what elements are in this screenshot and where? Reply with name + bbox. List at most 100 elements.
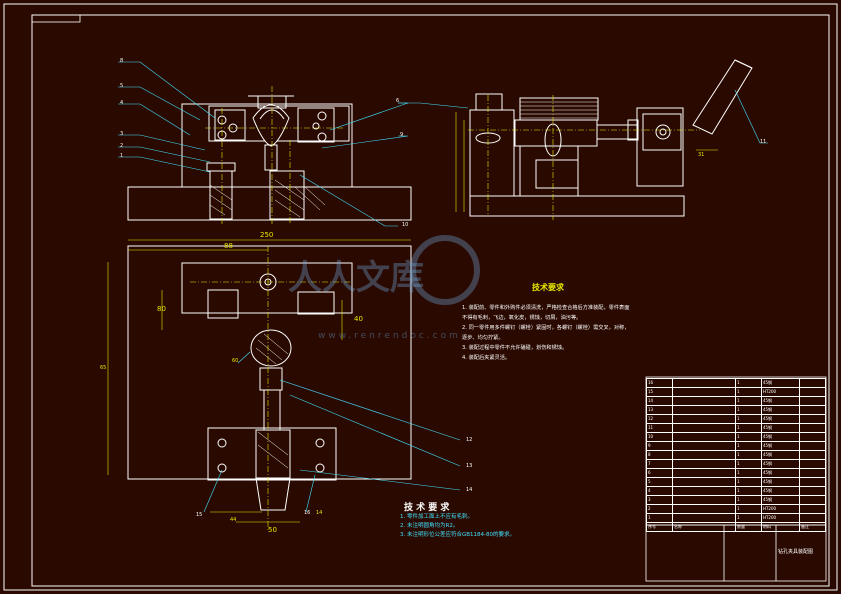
bom-cell: 45钢 — [760, 414, 800, 424]
bom-cell — [671, 396, 736, 406]
part-no: 2 — [120, 143, 124, 149]
watermark-main: 人人文库 — [288, 258, 424, 298]
leaders-front — [118, 61, 409, 227]
bom-cell — [671, 477, 736, 487]
bom-cell: 1 — [734, 423, 762, 433]
part-no: 11 — [760, 139, 767, 145]
bom-cell: 45钢 — [760, 405, 800, 415]
bom-cell — [798, 423, 827, 433]
dim-50: 50 — [268, 526, 277, 534]
dim-65: 65 — [100, 365, 107, 371]
bom-cell — [671, 414, 736, 424]
bom-cell: 12 — [646, 414, 673, 424]
hatch-plan — [255, 333, 289, 469]
bom-cell: 1 — [734, 468, 762, 478]
bom-cell: 14 — [646, 396, 673, 406]
bom-cell: 45钢 — [760, 423, 800, 433]
tech-req-item: 2. 同一零件用多件螺钉（螺栓）紧固时，各螺钉（螺栓）需交叉，对称，逐步、均匀拧… — [462, 325, 630, 341]
bom-cell — [798, 513, 827, 523]
part-no: 5 — [120, 83, 124, 89]
bom-cell: HT200 — [760, 387, 800, 397]
dim-250: 250 — [260, 231, 274, 239]
bom-cell: HT200 — [760, 513, 800, 523]
tech-req-item: 2. 未注明圆角均为R2。 — [400, 523, 459, 529]
part-no: 9 — [400, 132, 404, 138]
bom-cell — [798, 387, 827, 397]
bom-cell: 2 — [646, 504, 673, 514]
bom-header-cell: 材料 — [760, 522, 800, 532]
bom-cell: 1 — [734, 396, 762, 406]
bom-cell: 4 — [646, 486, 673, 496]
bom-cell — [798, 441, 827, 451]
bom-cell — [798, 477, 827, 487]
bom-cell — [798, 432, 827, 442]
bom-cell: 45钢 — [760, 486, 800, 496]
part-no: 14 — [466, 487, 473, 493]
bom-cell: 8 — [646, 450, 673, 460]
bom-cell — [798, 378, 827, 388]
front-view — [127, 95, 412, 221]
bom-cell: 1 — [734, 441, 762, 451]
bom-cell: 45钢 — [760, 495, 800, 505]
bom-cell — [798, 495, 827, 505]
part-no: 15 — [196, 512, 203, 518]
plan-view — [127, 245, 412, 511]
tech-req-right: 技术要求 1. 装配前、零件和外购件必须清洗，严格检查合格后方准装配，零件表面不… — [462, 282, 630, 363]
part-no: 1 — [120, 153, 124, 159]
bom-cell: 1 — [734, 486, 762, 496]
bom-cell: 1 — [734, 495, 762, 505]
bom-cell: 1 — [734, 477, 762, 487]
bom-cell — [671, 441, 736, 451]
part-no: 4 — [120, 100, 124, 106]
dim-60: 60 — [232, 358, 239, 364]
dim-40: 40 — [354, 315, 363, 323]
bom-cell: 1 — [734, 450, 762, 460]
bom-cell: 45钢 — [760, 459, 800, 469]
leaders-plan — [203, 351, 461, 513]
bom-cell — [671, 459, 736, 469]
hatch-front — [209, 179, 326, 218]
bom-cell — [671, 450, 736, 460]
dim-44: 44 — [230, 517, 237, 523]
bom-cell — [671, 432, 736, 442]
bom-cell: 1 — [734, 504, 762, 514]
part-no: 13 — [466, 463, 473, 469]
bom-header-cell: 序号 — [646, 522, 673, 532]
bom-cell: 45钢 — [760, 477, 800, 487]
bom-cell: 13 — [646, 405, 673, 415]
bom-cell: 1 — [734, 405, 762, 415]
bom-cell: 11 — [646, 423, 673, 433]
bom-header-cell: 备注 — [798, 522, 827, 532]
bom-cell: 9 — [646, 441, 673, 451]
dim-80: 80 — [157, 305, 166, 313]
bom-cell — [671, 495, 736, 505]
title-block-name: 钻孔夹具装配图 — [778, 549, 814, 555]
bom-cell — [798, 504, 827, 514]
bom-cell: 6 — [646, 468, 673, 478]
side-view — [469, 59, 753, 217]
bom-header-cell: 数量 — [734, 522, 762, 532]
bom-cell: 1 — [734, 459, 762, 469]
bom-cell: 16 — [646, 378, 673, 388]
bom-cell — [798, 396, 827, 406]
bom-cell — [798, 486, 827, 496]
dims-plan — [107, 239, 411, 530]
part-no: 12 — [466, 437, 473, 443]
inner-frame — [31, 14, 830, 587]
bom-cell: 45钢 — [760, 432, 800, 442]
tech-req-bottom: 技 术 要 求 1. 零件加工面上不应有毛刺。 2. 未注明圆角均为R2。 3.… — [400, 500, 515, 540]
bom-cell: 1 — [646, 513, 673, 523]
